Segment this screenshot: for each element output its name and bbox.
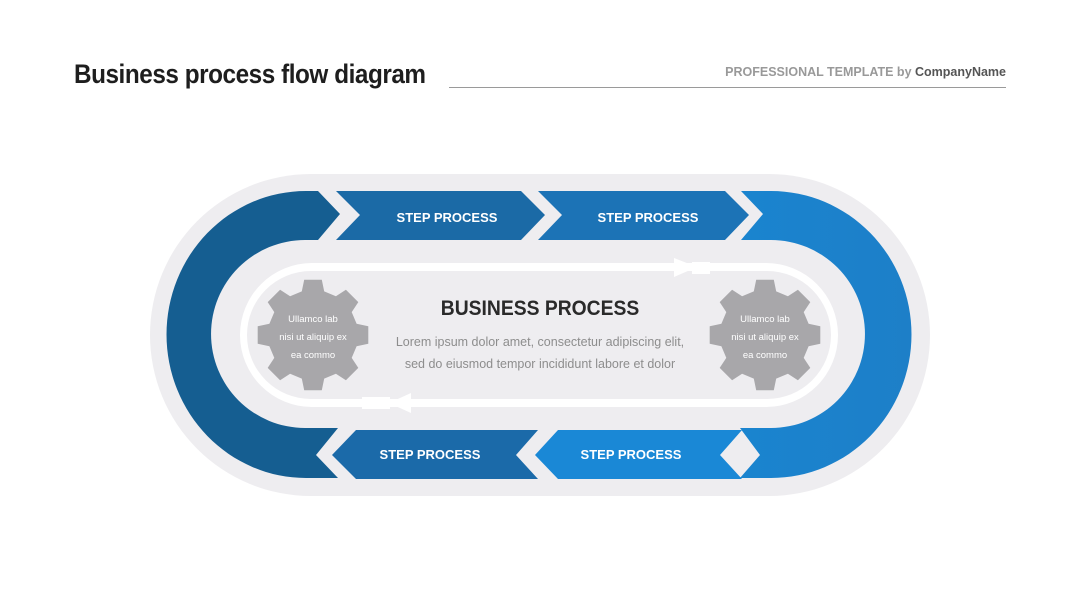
top-flow-gap — [692, 262, 710, 274]
gear-left — [257, 279, 369, 391]
gear-left-line-3: ea commo — [291, 350, 335, 361]
gear-shape — [257, 279, 369, 391]
bottom-flow-gap — [362, 397, 390, 409]
center-body-line-1: Lorem ipsum dolor amet, consectetur adip… — [396, 335, 684, 349]
gear-shape — [709, 279, 821, 391]
gear-right-line-3: ea commo — [743, 350, 787, 361]
gear-left-line-1: Ullamco lab — [288, 314, 338, 325]
bottom-flow-arrowhead — [389, 393, 411, 413]
gear-left-line-2: nisi ut aliquip ex — [279, 332, 347, 343]
left-curve-arrow — [166, 191, 340, 478]
step-label-4: STEP PROCESS — [581, 447, 682, 462]
gear-right-line-1: Ullamco lab — [740, 314, 790, 325]
page-title: Business process flow diagram — [74, 59, 426, 89]
center-title: BUSINESS PROCESS — [441, 297, 639, 320]
step-label-3: STEP PROCESS — [380, 447, 481, 462]
right-curve-arrow — [740, 191, 912, 478]
top-flow-arrowhead — [674, 258, 697, 277]
center-body-line-2: sed do eiusmod tempor incididunt labore … — [405, 357, 675, 371]
step-label-2: STEP PROCESS — [598, 210, 699, 225]
step-chevron-4 — [535, 430, 742, 479]
gear-right — [709, 279, 821, 391]
byline-company: CompanyName — [915, 65, 1006, 79]
byline-prefix: PROFESSIONAL TEMPLATE by — [725, 65, 915, 79]
inner-panel — [247, 271, 831, 399]
step-label-1: STEP PROCESS — [397, 210, 498, 225]
gear-right-line-2: nisi ut aliquip ex — [731, 332, 799, 343]
step-chevron-3 — [332, 430, 538, 479]
title-divider — [449, 87, 1006, 88]
step-chevron-1 — [336, 191, 545, 240]
step-chevron-2 — [538, 191, 749, 240]
byline: PROFESSIONAL TEMPLATE by CompanyName — [725, 65, 1006, 79]
